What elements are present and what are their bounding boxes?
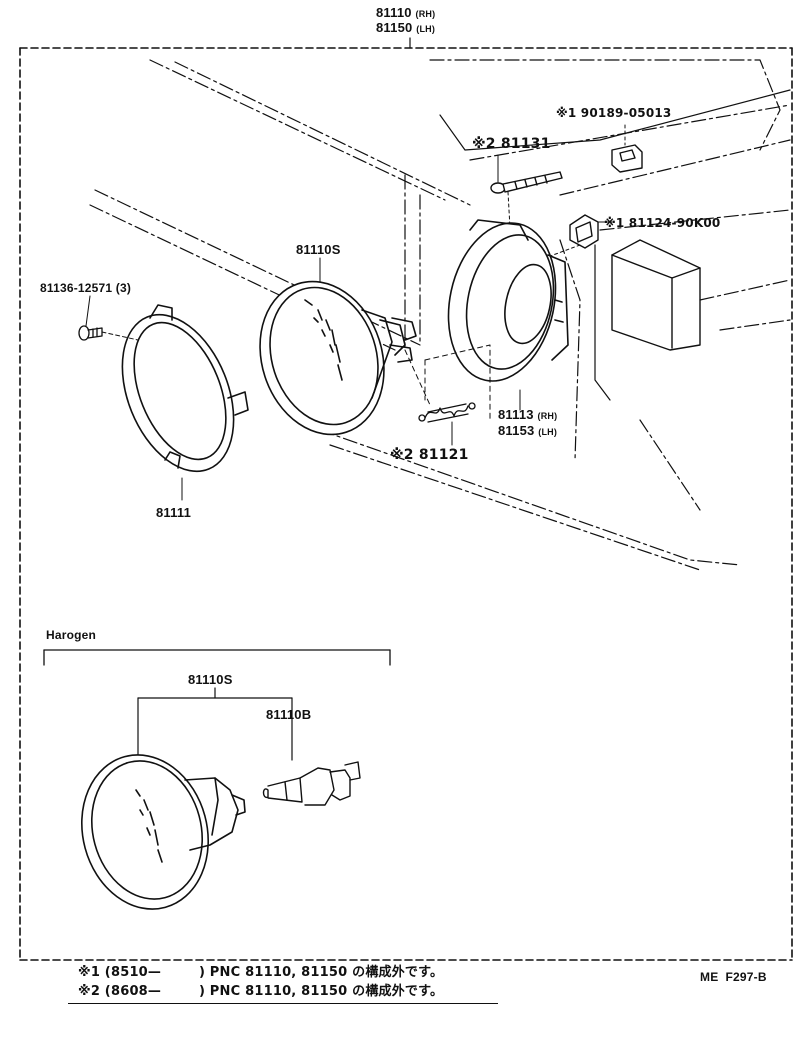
assembly-lh-label: 81150 (LH) xyxy=(376,21,435,36)
housing-lh-label: 81153 (LH) xyxy=(498,424,557,439)
housing-rh-label: 81113 (RH) xyxy=(498,408,557,423)
housing-lh-suffix: (LH) xyxy=(538,427,558,437)
halogen-bracket xyxy=(43,649,391,666)
spring-81121-icon xyxy=(418,402,476,423)
housing-rh-number: 81113 xyxy=(498,407,534,422)
bolt-81131-icon xyxy=(490,171,563,194)
screw-81136-label: 81136-12571 (3) xyxy=(40,281,132,295)
sealed-beam-label: 81110S xyxy=(296,242,341,257)
halogen-sealed-unit xyxy=(81,754,246,910)
bolt-81131-label: ※2 81131 xyxy=(472,136,551,152)
headlamp-housing xyxy=(447,219,569,382)
halogen-title: Harogen xyxy=(46,628,97,642)
assembly-rh-suffix: (RH) xyxy=(415,9,436,19)
footnote-underline xyxy=(68,1003,498,1004)
assembly-lh-number: 81150 xyxy=(376,20,413,35)
outer-frame xyxy=(19,47,793,961)
sealed-beam-main xyxy=(259,280,417,436)
halogen-bulb-icon xyxy=(262,761,361,806)
clip-90189-label: ※1 90189-05013 xyxy=(556,106,672,120)
side-marker-block xyxy=(611,239,701,351)
halogen-bulb-label: 81110B xyxy=(266,707,312,722)
assembly-rh-label: 81110 (RH) xyxy=(376,6,435,21)
spring-81121-label: ※2 81121 xyxy=(390,447,469,463)
retaining-ring-label: 81111 xyxy=(156,505,191,520)
footnote-1: ※1 (8510— ) PNC 81110, 81150 の構成外です。 xyxy=(78,965,444,980)
vehicle-body-outline xyxy=(89,59,791,571)
footnote-2: ※2 (8608— ) PNC 81110, 81150 の構成外です。 xyxy=(78,984,444,999)
halogen-unit-label: 81110S xyxy=(188,672,233,687)
housing-rh-suffix: (RH) xyxy=(537,411,558,421)
assembly-lh-suffix: (LH) xyxy=(416,24,436,34)
halogen-leaders xyxy=(137,687,293,761)
clip-90189-icon xyxy=(611,144,643,173)
housing-lh-number: 81153 xyxy=(498,423,535,438)
clip-81124-icon xyxy=(569,214,599,249)
assembly-rh-number: 81110 xyxy=(376,5,412,20)
screw-81136-icon xyxy=(78,325,103,341)
figure-code: ME F297-B xyxy=(700,970,767,984)
clip-81124-label: ※1 81124-90K00 xyxy=(604,216,721,230)
retaining-ring xyxy=(121,304,249,473)
